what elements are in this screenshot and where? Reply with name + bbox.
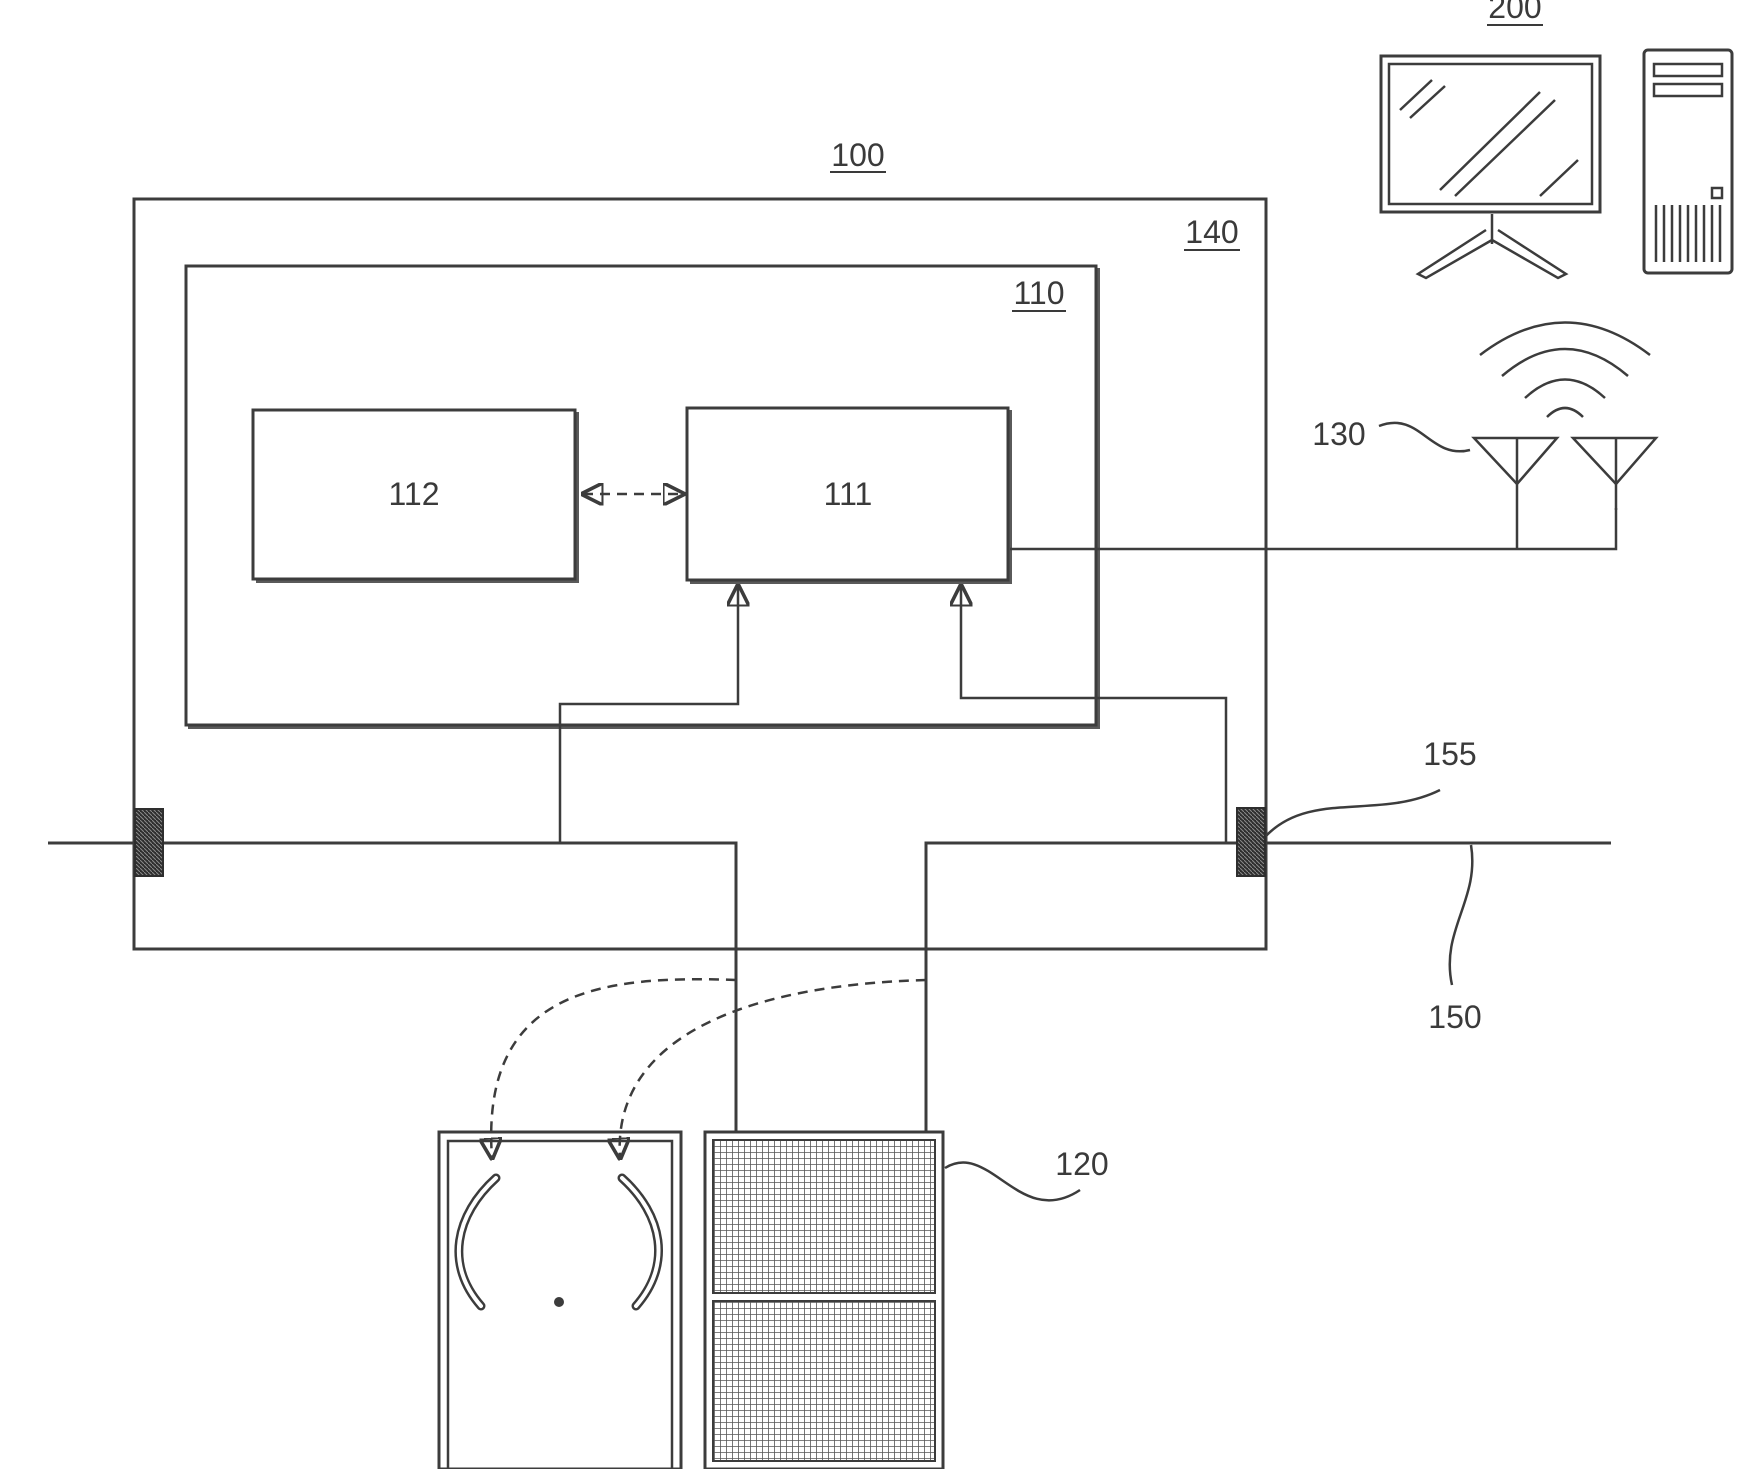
memory-block: 112 (253, 410, 577, 581)
label-memory-block: 112 (388, 476, 439, 512)
processor-block: 111 (687, 408, 1010, 582)
label-device: 100 (831, 137, 884, 173)
wireless-signal-icon (1480, 323, 1650, 418)
connector-left (135, 809, 163, 876)
label-computer: 200 (1488, 0, 1541, 25)
connector-right: 155 (1237, 736, 1477, 876)
label-cable: 150 (1428, 999, 1481, 1035)
label-controller: 110 (1013, 275, 1064, 311)
label-housing: 140 (1185, 214, 1238, 250)
signal-path-left (560, 586, 738, 843)
label-connector: 155 (1423, 736, 1476, 772)
antenna-feed-line (1010, 508, 1616, 549)
cable: 150 (48, 843, 1611, 1132)
label-processor-block: 111 (824, 476, 873, 512)
label-panel: 120 (1055, 1146, 1108, 1182)
signal-path-right (961, 586, 1226, 843)
antenna: 130 (1312, 323, 1656, 511)
computer: 200 (1381, 0, 1732, 278)
solar-panel-icon (713, 1140, 935, 1461)
antenna-icon (1474, 438, 1656, 510)
label-antenna: 130 (1312, 416, 1365, 452)
desktop-computer-icon (1381, 50, 1732, 278)
solar-panel: 120 (705, 1132, 1109, 1469)
sensor-pad-icon (459, 1178, 659, 1307)
sensor-pad (439, 1132, 681, 1469)
